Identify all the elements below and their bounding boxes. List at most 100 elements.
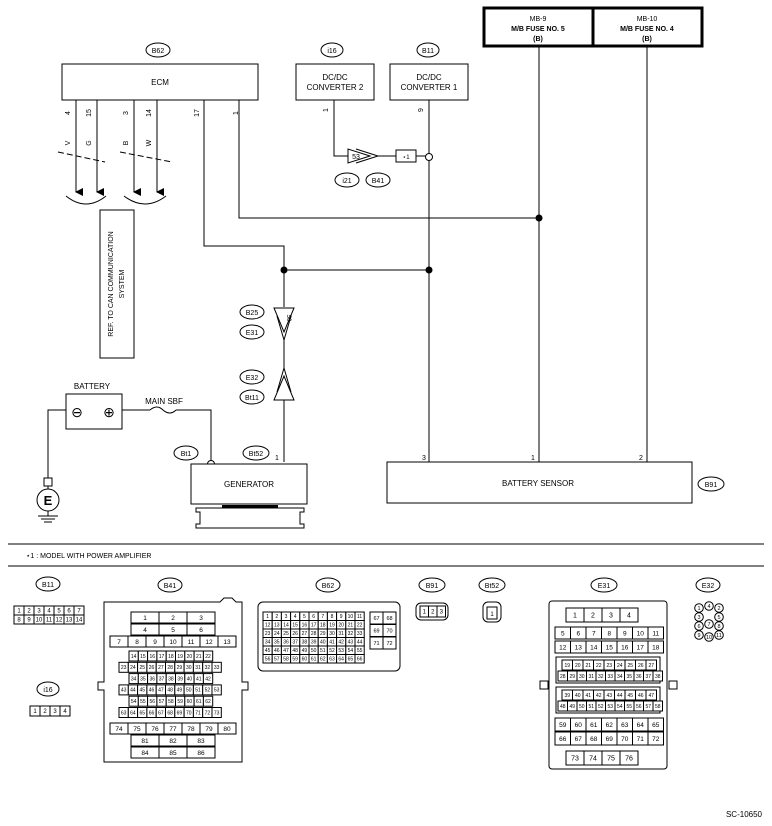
fuse-mb9-color: (B) [533, 36, 543, 43]
pin-number: 82 [169, 738, 177, 745]
pin-cell [73, 614, 85, 625]
pin-number: 51 [195, 688, 201, 694]
pin-number: 8 [717, 624, 720, 630]
ground-icon: E [44, 493, 53, 508]
pin-number: 24 [130, 665, 136, 671]
pin-number: 23 [606, 663, 612, 669]
pin-cell [186, 746, 216, 759]
bt52-face-ref: Bt52 [485, 583, 500, 590]
pin-cell [647, 731, 664, 746]
pin-number: 36 [149, 676, 155, 682]
pin-cell [59, 705, 71, 717]
pin-number: 42 [596, 693, 602, 699]
b91-face-ref: B91 [426, 583, 439, 590]
pin-number: 7 [321, 614, 324, 620]
pin-number: 68 [386, 616, 392, 622]
pin-number: 8 [17, 618, 21, 624]
pin-number: 2 [717, 606, 720, 612]
battery-sensor-label: BATTERY SENSOR [502, 479, 574, 488]
pin-number: 47 [283, 648, 289, 654]
pin-number: 24 [617, 663, 623, 669]
fuse-mb9: MB-9 M/B FUSE NO. 5 (B) [482, 6, 595, 48]
pin-number: 3 [285, 614, 288, 620]
pin-number: 48 [167, 688, 173, 694]
pin-number: 19 [329, 623, 335, 629]
pin-number: 12 [56, 618, 63, 624]
pin-number: 43 [606, 693, 612, 699]
pin-cell [619, 750, 639, 766]
pin-number: 32 [205, 665, 211, 671]
battery-sensor: BATTERY SENSOR 3 1 2 B91 [386, 455, 725, 504]
fuse-mb10: MB-10 M/B FUSE NO. 4 (B) [591, 6, 704, 48]
pin-number: 66 [559, 736, 567, 743]
pin-number: 25 [283, 631, 289, 637]
dcdc1-label-1: DC/DC [416, 73, 442, 82]
ecm: B62 ECM 4 15 3 14 17 1 V G B W [61, 42, 259, 146]
document-code: SC-10650 [726, 810, 763, 819]
pin-number: 32 [348, 631, 354, 637]
conn53-pin: 53 [352, 154, 360, 161]
pin-number: 49 [569, 704, 575, 710]
pin-number: 36 [636, 674, 642, 680]
pin-number: 72 [652, 736, 660, 743]
pin-number: 58 [655, 704, 661, 710]
pin-number: 18 [652, 644, 660, 651]
pin-number: 21 [585, 663, 591, 669]
generator: Bt1 Bt52 1 GENERATOR [173, 445, 308, 529]
pin-number: 60 [187, 699, 193, 705]
pin-number: 79 [205, 726, 213, 733]
pin-number: 1 [143, 615, 147, 622]
pin-number: 23 [265, 631, 271, 637]
wire-color: G [86, 140, 93, 145]
pin-number: 13 [66, 618, 73, 624]
pin-number: 40 [320, 640, 326, 646]
pin-number: 9 [623, 630, 627, 637]
pin-number: 51 [588, 704, 594, 710]
pin-number: 21 [348, 623, 354, 629]
b91-ref: B91 [705, 482, 718, 489]
pin-number: 49 [177, 688, 183, 694]
pin-number: 4 [294, 614, 297, 620]
pin-number: 66 [357, 657, 363, 663]
pin-number: 10 [637, 630, 645, 637]
pin-cell [647, 626, 664, 640]
dcdc1-ref: B11 [422, 48, 434, 55]
pin-number: 70 [386, 628, 392, 634]
pin-number: 46 [638, 693, 644, 699]
pin-number: 1 [697, 606, 700, 612]
b25-ref: B25 [246, 310, 259, 317]
e32-ref: E32 [246, 375, 259, 382]
ecm-label: ECM [151, 78, 169, 87]
battery-minus-icon: ⊖ [71, 404, 83, 420]
pin-number: 35 [274, 640, 280, 646]
pin-number: 11 [357, 614, 362, 620]
pin-number: 71 [195, 710, 201, 716]
pin-number: 13 [223, 639, 231, 646]
pin-number: 61 [196, 699, 202, 705]
pin-cell [694, 630, 704, 640]
pin-cell [647, 640, 664, 654]
pin-number: 67 [575, 736, 583, 743]
pin-number: 9 [340, 614, 343, 620]
pin-number: 10 [36, 618, 43, 624]
pin-number: 25 [627, 663, 633, 669]
pin-number: 69 [606, 736, 614, 743]
dcdc-converter-1: B11 DC/DC CONVERTER 1 9 [389, 42, 469, 112]
generator-label: GENERATOR [224, 480, 274, 489]
connector-b25-e31: 50 B25 E31 [239, 304, 295, 342]
pin-number: 11 [716, 633, 722, 639]
pin-number: 13 [274, 623, 280, 629]
pin-number: 33 [357, 631, 363, 637]
pin-number: 19 [177, 654, 183, 660]
pin-number: 35 [140, 676, 146, 682]
pin-number: 40 [187, 676, 193, 682]
wire-color: V [65, 140, 72, 145]
pin-cell [186, 734, 216, 747]
pin-number: 3 [440, 610, 444, 616]
bt11-ref: Bt11 [245, 395, 259, 402]
pin-number: 5 [57, 609, 61, 615]
pin-number: 32 [598, 674, 604, 680]
